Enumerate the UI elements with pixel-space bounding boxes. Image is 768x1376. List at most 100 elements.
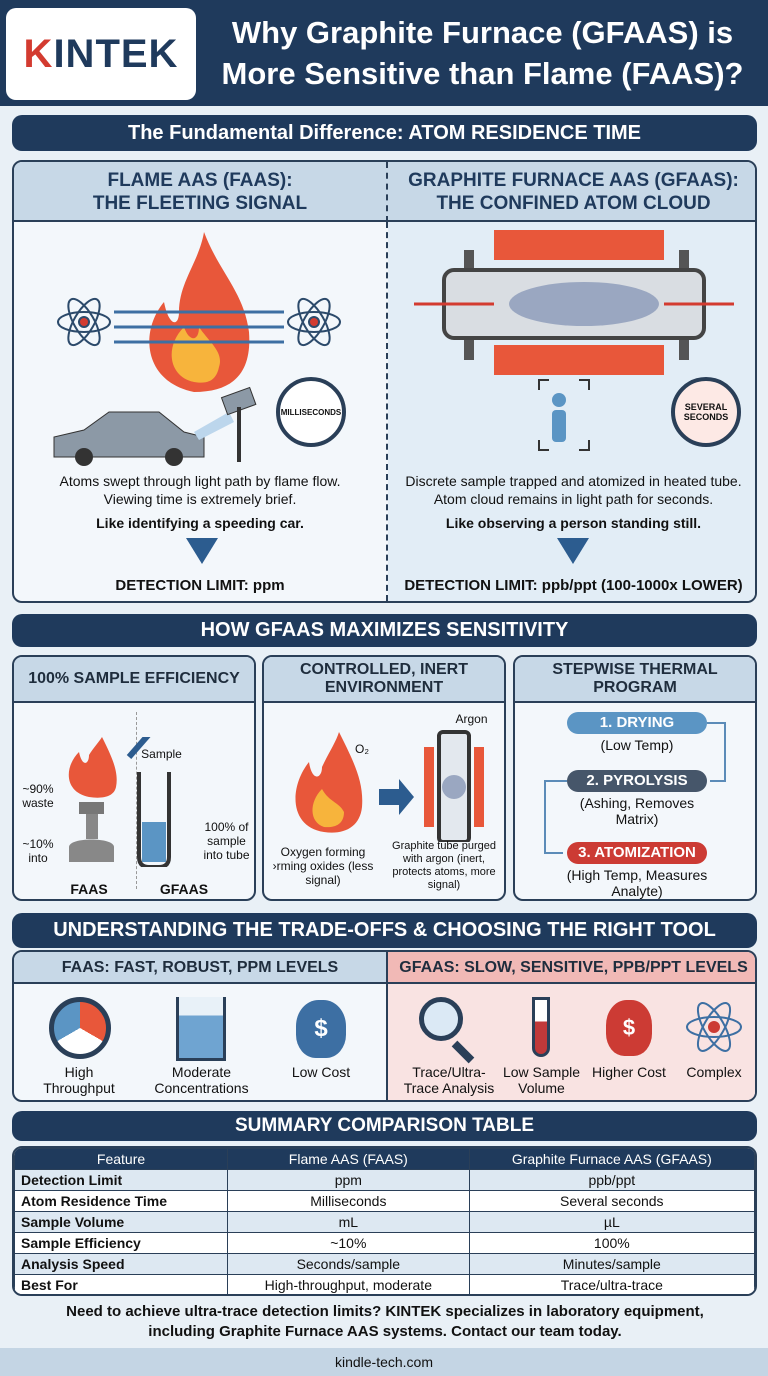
test-tube-icon bbox=[532, 997, 550, 1057]
argon-label: Argon bbox=[455, 712, 488, 726]
faas-detection-limit: DETECTION LIMIT: ppm bbox=[115, 577, 285, 594]
table-cell: Detection Limit bbox=[14, 1169, 229, 1191]
stopwatch-icon: SEVERAL SECONDS bbox=[671, 377, 741, 447]
gfaas-label: GFAAS bbox=[159, 881, 209, 897]
step-sub: (High Temp, Measures Analyte) bbox=[566, 867, 708, 899]
inert-environment-illustration bbox=[295, 730, 484, 842]
car-icon bbox=[53, 411, 205, 458]
magnifier-icon bbox=[419, 997, 463, 1041]
flame-icon bbox=[295, 732, 363, 833]
flame-atoms-illustration bbox=[53, 232, 341, 466]
tradeoff-label: Complex bbox=[686, 1064, 742, 1080]
flame-icon bbox=[68, 737, 117, 798]
tradeoff-label: High Throughput bbox=[43, 1064, 115, 1096]
atom-icon bbox=[57, 297, 111, 347]
gfaas-tradeoff-header: GFAAS: SLOW, SENSITIVE, PPB/PPT LEVELS bbox=[386, 952, 755, 984]
table-cell: Milliseconds bbox=[227, 1190, 470, 1212]
section-title-summary: SUMMARY COMPARISON TABLE bbox=[12, 1111, 757, 1141]
camera-icon bbox=[194, 412, 234, 440]
arrow-down-icon bbox=[557, 538, 589, 564]
person-icon bbox=[552, 393, 566, 442]
table-cell: Analysis Speed bbox=[14, 1253, 229, 1275]
beaker-icon bbox=[176, 997, 226, 1061]
card-thermal-program: STEPWISE THERMAL PROGRAM 1. DRYING (Low … bbox=[513, 655, 757, 901]
section-title-sensitivity: HOW GFAAS MAXIMIZES SENSITIVITY bbox=[12, 614, 757, 647]
card-inert-environment: CONTROLLED, INERT ENVIRONMENT O₂ Argon O… bbox=[262, 655, 506, 901]
card-sample-efficiency: 100% SAMPLE EFFICIENCY ~90% waste ~10% i… bbox=[12, 655, 256, 901]
cta-text: Need to achieve ultra-trace detection li… bbox=[66, 1303, 704, 1340]
comparison-panel: FLAME AAS (FAAS):THE FLEETING SIGNAL GRA… bbox=[12, 160, 757, 603]
arrow-right-icon bbox=[379, 779, 414, 815]
table-cell: ppb/ppt bbox=[468, 1169, 755, 1191]
card-title: 100% SAMPLE EFFICIENCY bbox=[14, 657, 254, 703]
table-cell: Trace/ultra-trace bbox=[468, 1274, 755, 1294]
gauge-icon bbox=[49, 997, 111, 1059]
table-cell: Atom Residence Time bbox=[14, 1190, 229, 1212]
step-pyrolysis: 2. PYROLYSIS bbox=[567, 770, 707, 792]
table-cell: µL bbox=[468, 1211, 755, 1233]
into-label: ~10% into bbox=[22, 837, 54, 865]
tradeoff-label: Moderate Concentrations bbox=[154, 1064, 249, 1096]
table-cell: Minutes/sample bbox=[468, 1253, 755, 1275]
tradeoff-panel: FAAS: FAST, ROBUST, PPM LEVELS GFAAS: SL… bbox=[12, 950, 757, 1102]
step-drying: 1. DRYING bbox=[567, 712, 707, 734]
gfaas-analogy: Like observing a person standing still. bbox=[445, 515, 702, 531]
atom-icon bbox=[287, 297, 341, 347]
step-sub: (Ashing, Removes Matrix) bbox=[579, 795, 695, 827]
table-cell: mL bbox=[227, 1211, 470, 1233]
burner-and-tube-illustration bbox=[68, 737, 171, 867]
faas-label: FAAS bbox=[70, 881, 108, 897]
table-row: Sample Efficiency~10%100% bbox=[14, 1232, 755, 1254]
waste-label: ~90% waste bbox=[22, 782, 54, 810]
sample-label: Sample bbox=[141, 747, 182, 761]
step-sub: (Low Temp) bbox=[600, 737, 674, 753]
oxygen-description: Oxygen forming ›rming oxides (less signa… bbox=[272, 845, 374, 887]
flow-arrows bbox=[544, 722, 726, 854]
step-atomization: 3. ATOMIZATION bbox=[567, 842, 707, 864]
table-cell: Sample Volume bbox=[14, 1211, 229, 1233]
full-sample-label: 100% of sample into tube bbox=[203, 820, 250, 862]
card-title: STEPWISE THERMAL PROGRAM bbox=[515, 657, 755, 703]
tradeoff-label: Low Sample Volume bbox=[502, 1064, 581, 1096]
table-cell: Several seconds bbox=[468, 1190, 755, 1212]
column-header: Feature bbox=[14, 1148, 229, 1170]
oxygen-label: O₂ bbox=[355, 742, 369, 756]
graphite-tube-illustration bbox=[414, 230, 734, 451]
gfaas-header: GRAPHITE FURNACE AAS (GFAAS):THE CONFINE… bbox=[386, 162, 755, 222]
stopwatch-icon: MILLISECONDS bbox=[276, 377, 346, 447]
faas-description: Atoms swept through light path by flame … bbox=[59, 473, 341, 507]
table-cell: Sample Efficiency bbox=[14, 1232, 229, 1254]
section-title-tradeoffs: UNDERSTANDING THE TRADE-OFFS & CHOOSING … bbox=[12, 913, 757, 948]
money-bag-icon: $ bbox=[296, 1000, 346, 1058]
table-cell: ppm bbox=[227, 1169, 470, 1191]
table-cell: Best For bbox=[14, 1274, 229, 1294]
table-cell: 100% bbox=[468, 1232, 755, 1254]
column-header: Flame AAS (FAAS) bbox=[227, 1148, 470, 1170]
footer-link[interactable]: kindle-tech.com bbox=[0, 1348, 768, 1376]
gfaas-detection-limit: DETECTION LIMIT: ppb/ppt (100-1000x LOWE… bbox=[404, 577, 743, 594]
table-cell: Seconds/sample bbox=[227, 1253, 470, 1275]
card-title: CONTROLLED, INERT ENVIRONMENT bbox=[264, 657, 504, 703]
money-bag-icon: $ bbox=[606, 1000, 652, 1056]
page-title: Why Graphite Furnace (GFAAS) is More Sen… bbox=[221, 15, 744, 91]
tradeoff-label: Trace/Ultra-Trace Analysis bbox=[403, 1064, 495, 1096]
tradeoff-label: Low Cost bbox=[291, 1064, 351, 1080]
table-cell: ~10% bbox=[227, 1232, 470, 1254]
faas-analogy: Like identifying a speeding car. bbox=[96, 515, 304, 531]
faas-tradeoff-header: FAAS: FAST, ROBUST, PPM LEVELS bbox=[14, 952, 386, 984]
arrow-down-icon bbox=[186, 538, 218, 564]
faas-header: FLAME AAS (FAAS):THE FLEETING SIGNAL bbox=[14, 162, 386, 222]
argon-description: Graphite tube purged with argon (inert, … bbox=[392, 840, 496, 891]
section-title-fundamental: The Fundamental Difference: ATOM RESIDEN… bbox=[12, 115, 757, 151]
table-cell: High-throughput, moderate bbox=[227, 1274, 470, 1294]
atom-icon bbox=[686, 1002, 742, 1052]
divider bbox=[386, 222, 388, 601]
tradeoff-label: Higher Cost bbox=[592, 1064, 666, 1080]
column-header: Graphite Furnace AAS (GFAAS) bbox=[468, 1148, 755, 1170]
